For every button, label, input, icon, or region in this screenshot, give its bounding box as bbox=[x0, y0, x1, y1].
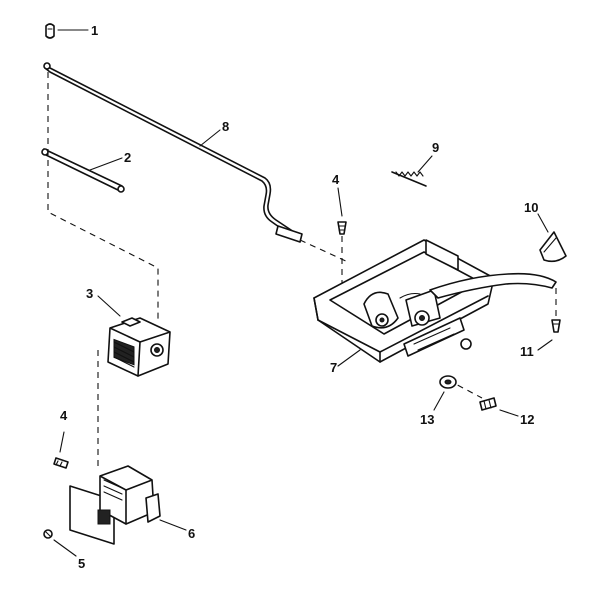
assembly-guide-lines bbox=[47, 72, 557, 468]
callout-13: 13 bbox=[420, 412, 434, 427]
part-5-screw bbox=[43, 529, 53, 539]
leader-5 bbox=[53, 539, 77, 557]
callout-8: 8 bbox=[222, 119, 229, 134]
callout-5: 5 bbox=[78, 556, 85, 571]
part-1-screw bbox=[45, 23, 55, 39]
callout-11: 11 bbox=[520, 344, 534, 359]
part-10-knob bbox=[539, 231, 567, 263]
leader-9 bbox=[417, 155, 433, 173]
callout-6: 6 bbox=[188, 526, 195, 541]
leader-11 bbox=[537, 339, 553, 351]
leader-2 bbox=[89, 157, 123, 171]
callout-7: 7 bbox=[330, 360, 337, 375]
callout-3: 3 bbox=[86, 286, 93, 301]
leader-6 bbox=[159, 519, 187, 531]
part-2-short-rod bbox=[41, 148, 125, 193]
callout-2: 2 bbox=[124, 150, 131, 165]
part-9-spring bbox=[391, 171, 427, 187]
part-6-bracket bbox=[69, 465, 161, 545]
part-11-screw bbox=[551, 319, 561, 333]
leader-13 bbox=[433, 391, 445, 411]
leader-7 bbox=[337, 349, 361, 367]
callout-1: 1 bbox=[91, 23, 98, 38]
leader-4-right bbox=[337, 187, 343, 217]
part-4-screw-right bbox=[337, 221, 347, 235]
part-7-latch-assembly bbox=[313, 239, 557, 363]
callout-4-left: 4 bbox=[60, 408, 68, 423]
callout-9: 9 bbox=[432, 140, 439, 155]
leader-3 bbox=[97, 295, 121, 317]
part-4-screw-left bbox=[53, 457, 69, 469]
leader-4-left bbox=[59, 431, 65, 453]
leader-8 bbox=[199, 129, 221, 147]
part-13-washer bbox=[439, 375, 457, 389]
leader-10 bbox=[537, 213, 549, 233]
callout-4-right: 4 bbox=[332, 172, 340, 187]
callout-10: 10 bbox=[524, 200, 538, 215]
part-3-solenoid bbox=[107, 317, 171, 377]
part-8-rod bbox=[43, 62, 303, 243]
callout-12: 12 bbox=[520, 412, 534, 427]
part-12-screw bbox=[479, 397, 497, 411]
leader-12 bbox=[499, 409, 519, 417]
